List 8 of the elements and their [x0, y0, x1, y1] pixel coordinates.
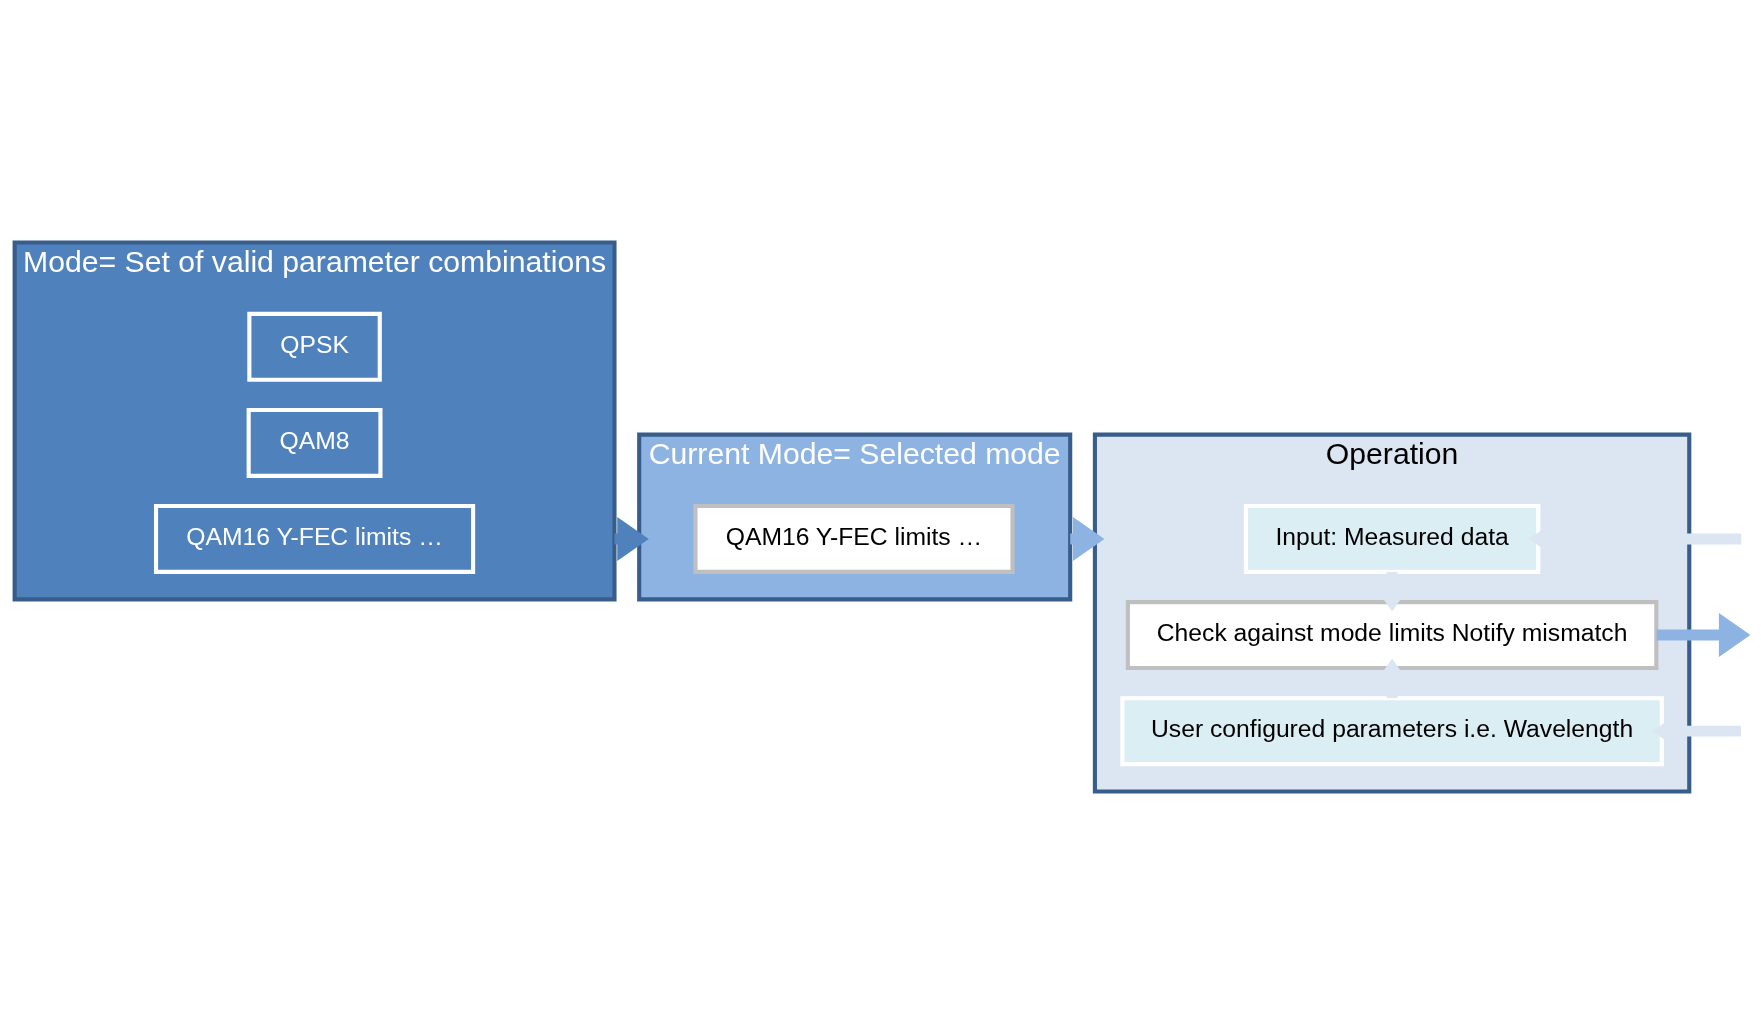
- node-box: User configured parameters i.e. Wavelength: [1120, 696, 1664, 767]
- node-box: QAM16 Y-FEC limits …: [153, 503, 476, 574]
- node-box: QPSK: [247, 311, 382, 382]
- node-box: Check against mode limits Notify mismatch: [1125, 600, 1659, 671]
- arrow: [1656, 612, 1751, 658]
- node-box: QAM16 Y-FEC limits …: [693, 503, 1015, 574]
- node-box: QAM8: [246, 407, 383, 478]
- node-box: Input: Measured data: [1243, 503, 1541, 574]
